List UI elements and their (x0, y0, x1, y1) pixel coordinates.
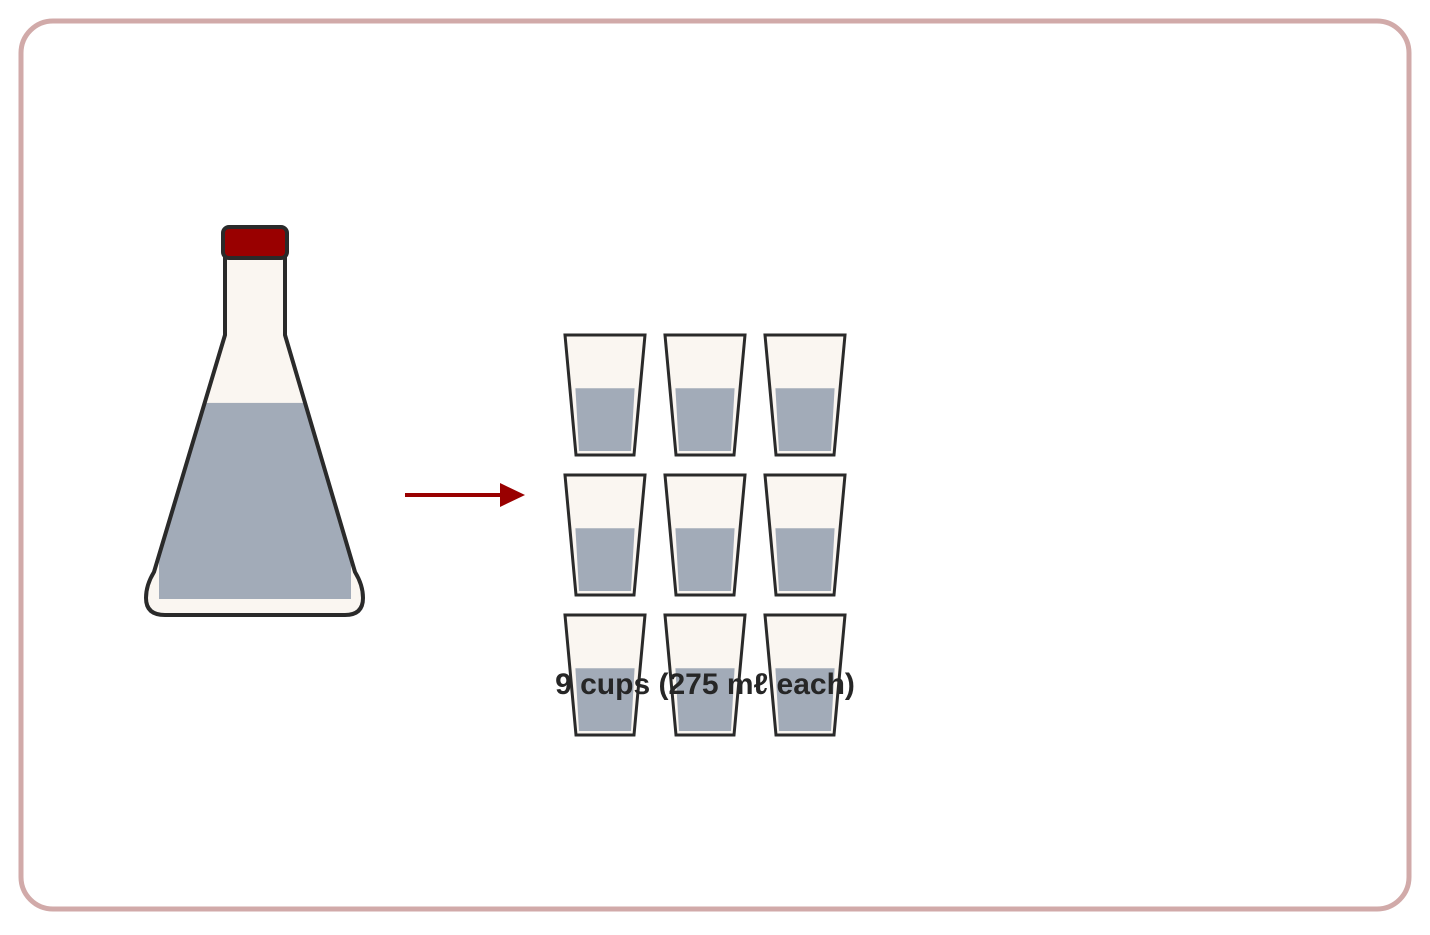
cup-outline (663, 333, 747, 457)
cup-outline (563, 613, 647, 737)
cup (663, 333, 747, 457)
cup (763, 473, 847, 597)
cup (563, 473, 647, 597)
flask-outline (144, 253, 365, 617)
cups-grid (563, 333, 847, 737)
cup-outline (663, 473, 747, 597)
cup (763, 613, 847, 737)
cup-liquid (775, 668, 835, 731)
frame-border (18, 18, 1412, 912)
cup-liquid (775, 528, 835, 591)
cup-liquid (675, 668, 735, 731)
arrow-head (500, 483, 525, 507)
cup (763, 333, 847, 457)
cup-outline (763, 613, 847, 737)
cup (563, 613, 647, 737)
cup-outline (563, 473, 647, 597)
cup (663, 473, 747, 597)
cup-liquid (575, 388, 635, 451)
cup-liquid (775, 388, 835, 451)
pour-arrow (405, 483, 525, 507)
cup-liquid (575, 528, 635, 591)
cup-liquid (575, 668, 635, 731)
cup (663, 613, 747, 737)
cup-liquid (675, 388, 735, 451)
cup-outline (663, 613, 747, 737)
cup-liquid (675, 528, 735, 591)
cup (563, 333, 647, 457)
flask-cap (221, 225, 289, 260)
cup-outline (763, 473, 847, 597)
cup-outline (563, 333, 647, 457)
cup-outline (763, 333, 847, 457)
cups-caption: 9 cups (275 mℓ each) (555, 668, 855, 701)
